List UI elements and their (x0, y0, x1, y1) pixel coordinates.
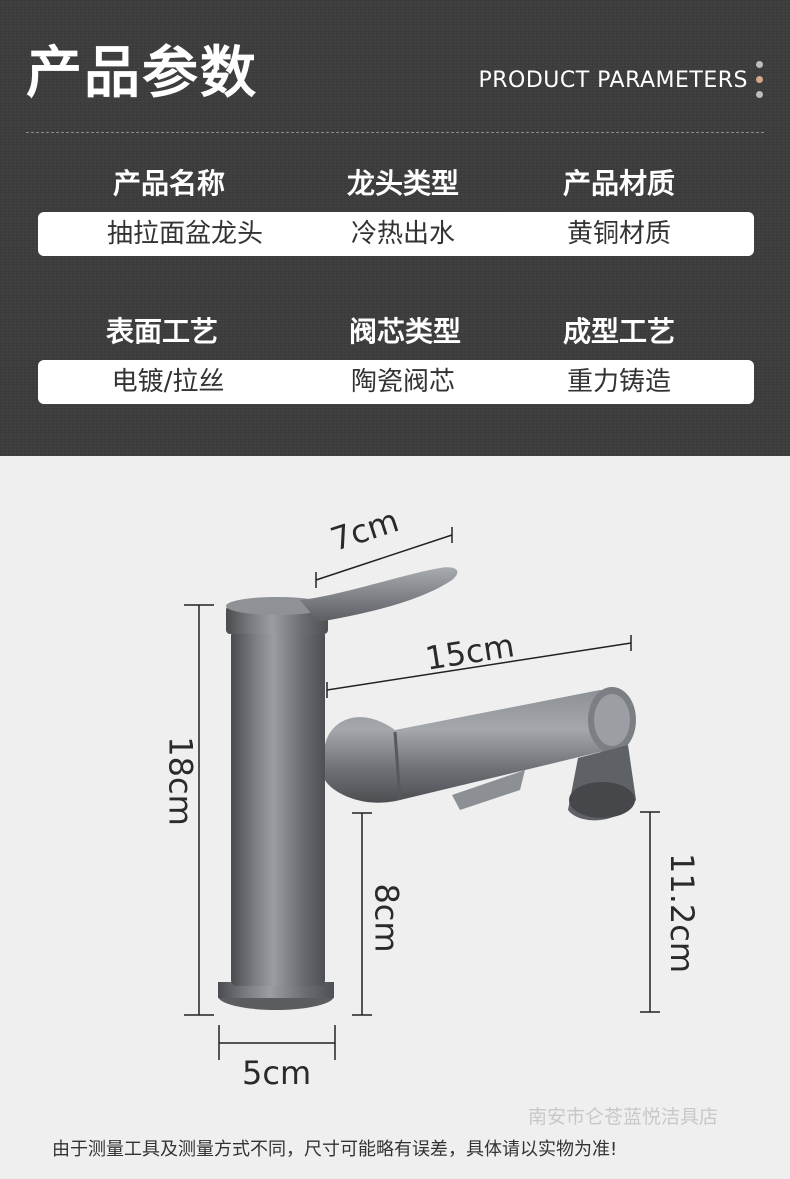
dimension-outlet-label: 11.2cm (663, 852, 702, 974)
param-value-valve: 陶瓷阀芯 (350, 367, 455, 397)
page-title: 产品参数 (26, 41, 258, 106)
parameters-panel: 产品参数 PRODUCT PARAMETERS 产品名称 龙头类型 产品材质 抽… (0, 0, 790, 456)
param-value-type: 冷热出水 (350, 219, 455, 249)
param-label-surface: 表面工艺 (105, 315, 218, 348)
store-watermark: 南安市仑苍蓝悦洁具店 (528, 1106, 719, 1128)
spout-end-face (594, 694, 630, 746)
dimension-base-label: 5cm (242, 1054, 312, 1092)
param-label-forming: 成型工艺 (562, 315, 675, 348)
param-value-row: 电镀/拉丝 陶瓷阀芯 重力铸造 (38, 360, 754, 404)
faucet-spout (325, 690, 630, 803)
dimension-lines (184, 527, 660, 1060)
dot-icon (756, 61, 763, 68)
spout-seam (393, 731, 402, 801)
param-value-forming: 重力铸造 (566, 367, 671, 397)
dot-icon (756, 76, 763, 83)
param-label-name: 产品名称 (112, 167, 225, 200)
param-label-material: 产品材质 (562, 167, 675, 200)
param-value-name: 抽拉面盆龙头 (106, 219, 263, 249)
diverter-button (452, 770, 525, 810)
faucet-body (231, 630, 325, 986)
param-label-valve: 阀芯类型 (348, 315, 461, 348)
dashed-divider (26, 132, 764, 133)
param-value-surface: 电镀/拉丝 (111, 367, 225, 397)
dimension-height-label: 18cm (161, 736, 200, 826)
param-value-row: 抽拉面盆龙头 冷热出水 黄铜材质 (38, 212, 754, 256)
dot-icon (756, 91, 763, 98)
param-label-type: 龙头类型 (346, 167, 459, 200)
param-value-material: 黄铜材质 (566, 219, 671, 249)
spray-outlet (569, 782, 635, 818)
decorative-dots (756, 61, 764, 106)
page-subtitle: PRODUCT PARAMETERS (478, 68, 748, 93)
measurement-disclaimer: 由于测量工具及测量方式不同，尺寸可能略有误差，具体请以实物为准! (52, 1139, 618, 1160)
handle-lever (300, 567, 458, 622)
dimension-body-label: 8cm (367, 883, 406, 953)
